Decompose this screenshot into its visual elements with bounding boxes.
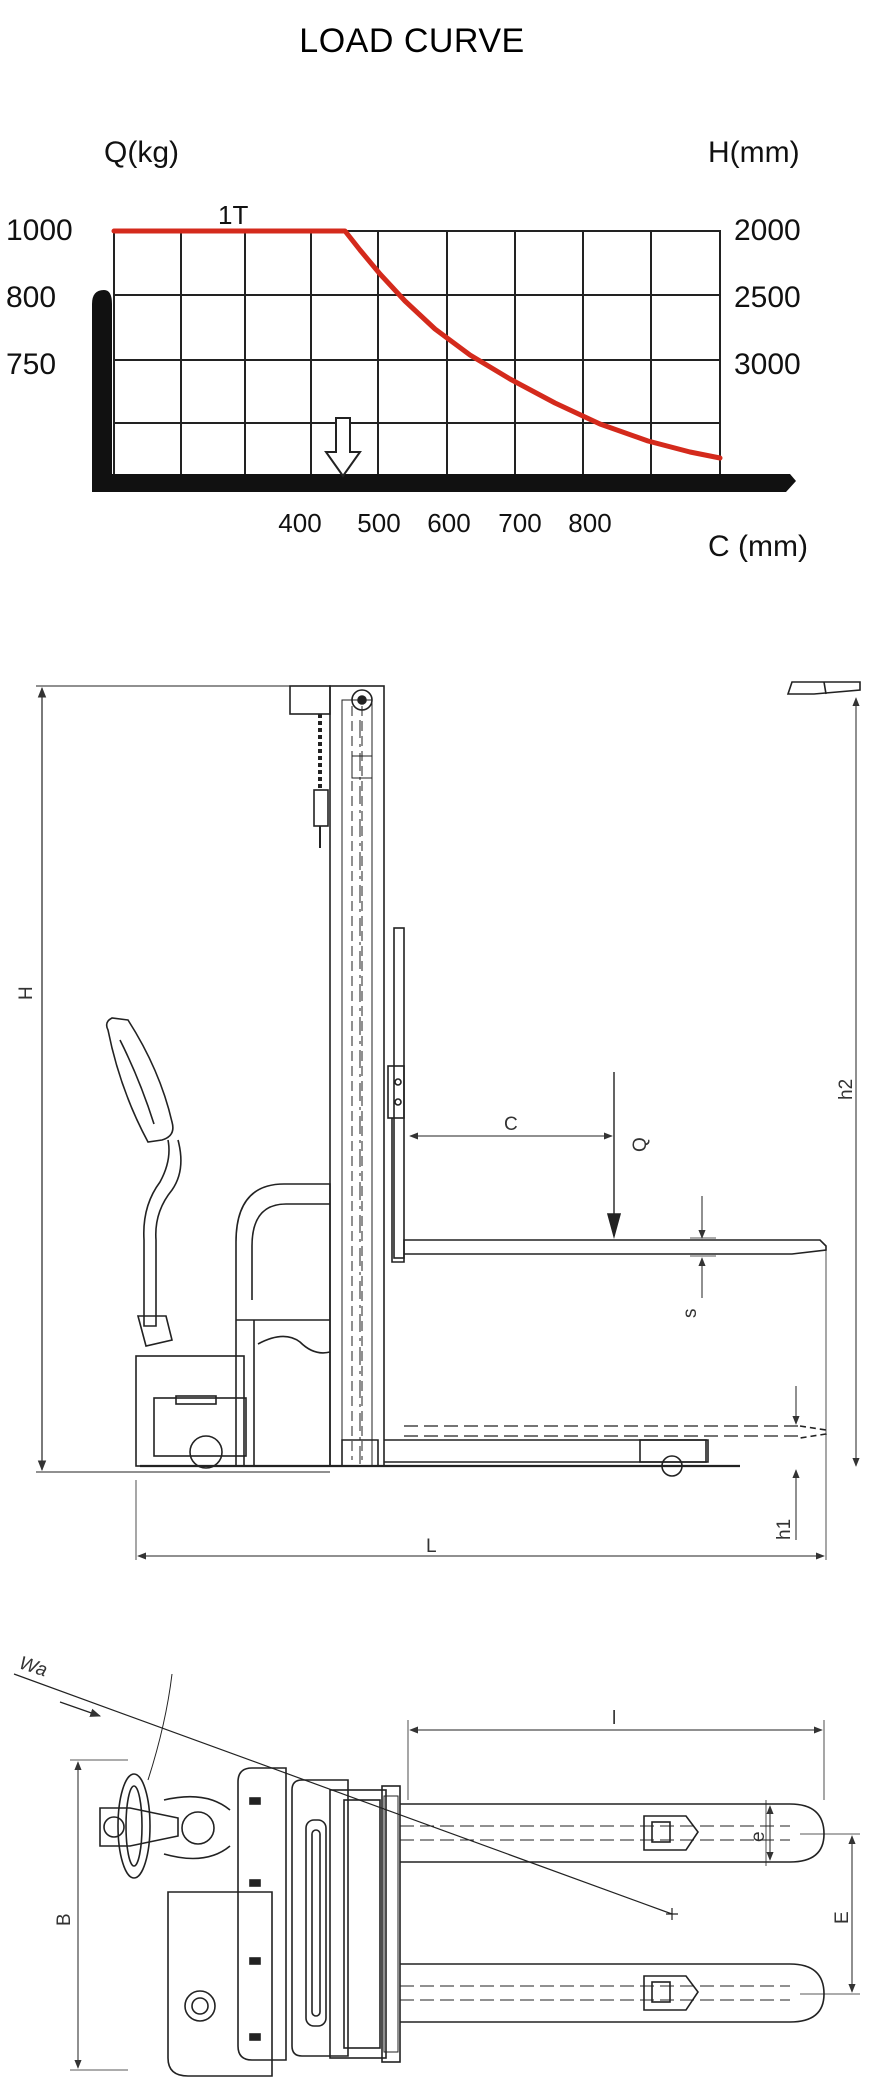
label-C: C [504, 1114, 518, 1135]
label-h1: h1 [774, 1519, 795, 1540]
c-ticks: 400 500 600 700 800 [278, 508, 611, 538]
label-h2: h2 [836, 1079, 857, 1100]
c-axis-unit: C (mm) [708, 530, 808, 563]
h-tick: 2000 [734, 214, 801, 247]
capacity-label: 1T [218, 200, 248, 230]
fork-carriage [387, 927, 827, 1263]
label-e: e [748, 1831, 769, 1842]
label-s: s [680, 1309, 701, 1319]
label-Q: Q [630, 1137, 651, 1152]
c-tick: 400 [278, 508, 321, 538]
c-tick: 800 [568, 508, 611, 538]
q-tick: 1000 [6, 214, 73, 247]
q-tick: 800 [6, 281, 56, 314]
tiller-top [99, 1773, 231, 1879]
h-axis-unit: H(mm) [708, 136, 800, 169]
label-L: L [426, 1536, 437, 1557]
q-tick: 750 [6, 348, 56, 381]
h-tick: 2500 [734, 281, 801, 314]
label-l: l [612, 1708, 616, 1729]
load-grid [113, 230, 721, 480]
mast [289, 685, 385, 1467]
top-view-labels: Wa l e B E [16, 1653, 853, 1926]
fork-silhouette [92, 290, 796, 492]
load-curve-title: LOAD CURVE [299, 22, 524, 60]
label-E: E [832, 1911, 853, 1924]
side-view-labels: H h2 C Q s h1 L [16, 986, 857, 1557]
load-curve-line [111, 228, 723, 461]
chassis-top [167, 1767, 401, 2077]
wa-line [13, 1673, 673, 1915]
label-H: H [16, 986, 37, 1000]
c-tick: 700 [498, 508, 541, 538]
top-view [13, 1673, 860, 2077]
q-ticks: 1000 800 750 [6, 214, 73, 381]
q-axis-unit: Q(kg) [104, 136, 179, 169]
chassis [135, 1183, 331, 1469]
down-arrow-icon [324, 417, 362, 478]
c-tick: 600 [427, 508, 470, 538]
h-tick: 3000 [734, 348, 801, 381]
fork-arm-bottom [400, 1963, 825, 2023]
side-view [36, 681, 861, 1560]
tiller-handle [105, 1017, 182, 1347]
c-tick: 500 [357, 508, 400, 538]
base-legs [140, 1425, 827, 1477]
label-B: B [54, 1913, 75, 1926]
h-ticks: 2000 2500 3000 [734, 214, 801, 381]
load-curve-section: LOAD CURVE Q(kg) H(mm) 1T 1000 800 750 [6, 22, 808, 563]
